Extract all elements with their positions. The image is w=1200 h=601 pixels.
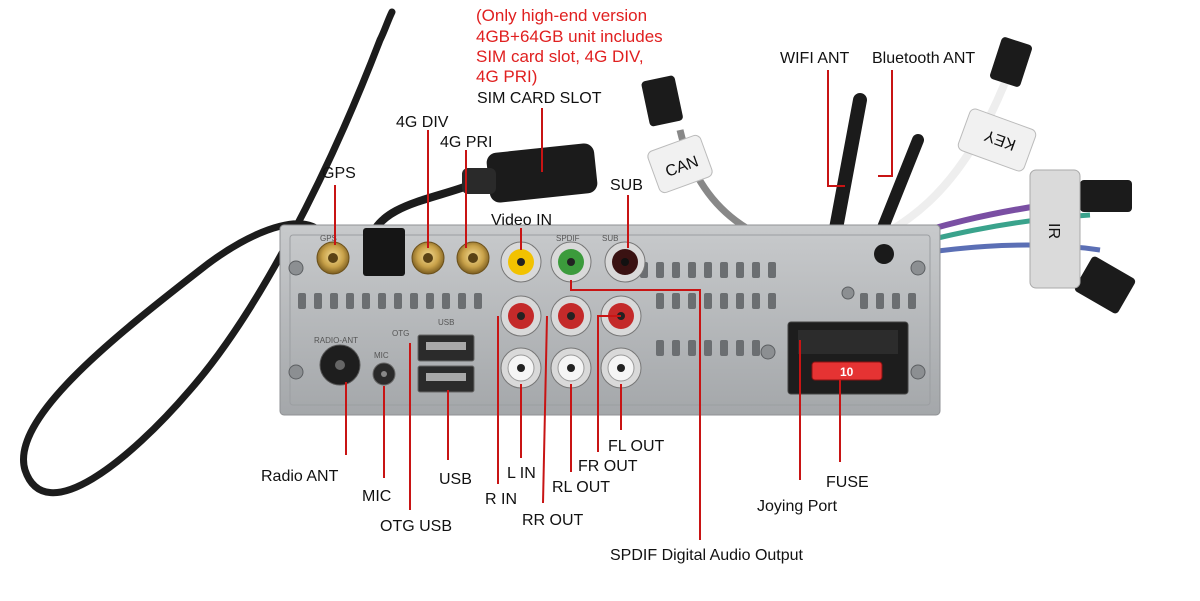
label-4g-div: 4G DIV: [396, 114, 449, 131]
video-in-jack: [500, 241, 542, 283]
label-sim-card-slot: SIM CARD SLOT: [477, 90, 602, 107]
sim-plug: [363, 228, 405, 276]
label-usb: USB: [439, 471, 472, 488]
label-4g-pri: 4G PRI: [440, 134, 492, 151]
r-in-jack: [500, 295, 542, 337]
ir-tag: IR: [1029, 169, 1081, 289]
panel-mark-sub: SUB: [602, 234, 618, 243]
panel-mark-otg: OTG: [392, 329, 409, 338]
label-l-in: L IN: [507, 465, 536, 482]
label-fuse: FUSE: [826, 474, 869, 491]
panel-mark-radio-ant: RADIO-ANT: [314, 336, 358, 345]
note-line-4: 4G PRI): [476, 67, 537, 86]
note-line-1: (Only high-end version: [476, 6, 647, 25]
otg-usb-port: [417, 334, 475, 362]
panel-mark-usb: USB: [438, 318, 454, 327]
sub-jack: [604, 241, 646, 283]
screws: [288, 260, 926, 380]
label-wifi-ant: WIFI ANT: [780, 50, 850, 67]
ir-tag-text: IR: [1045, 223, 1062, 239]
leader-lines: [334, 70, 893, 540]
label-fl-out: FL OUT: [608, 438, 665, 455]
rr-out-jack: [550, 295, 592, 337]
label-otg-usb: OTG USB: [380, 518, 452, 535]
label-joying-port: Joying Port: [757, 498, 838, 515]
mic-socket: [372, 362, 396, 386]
label-radio-ant: Radio ANT: [261, 468, 339, 485]
note-line-2: 4GB+64GB unit includes: [476, 27, 663, 46]
label-video-in: Video IN: [491, 212, 552, 229]
note-line-3: SIM card slot, 4G DIV,: [476, 47, 644, 66]
panel-mark-spdif: SPDIF: [556, 234, 580, 243]
round-port: [874, 244, 894, 264]
panel-mark-gps: GPS: [320, 234, 337, 243]
can-tag: CAN: [647, 134, 713, 194]
label-r-in: R IN: [485, 491, 517, 508]
label-sub: SUB: [610, 177, 643, 194]
label-gps: GPS: [322, 165, 356, 182]
key-tag: KEY: [957, 108, 1037, 172]
usb-port: [417, 365, 475, 393]
gps-connector: [316, 241, 350, 275]
fuse-rating: 10: [840, 365, 854, 379]
label-rr-out: RR OUT: [522, 512, 584, 529]
l-in-jack: [500, 347, 542, 389]
rl-out-jack: [550, 347, 592, 389]
label-mic: MIC: [362, 488, 391, 505]
fl-out-jack: [600, 347, 642, 389]
joying-port-connector: [787, 321, 909, 395]
sim-card-module: [462, 143, 598, 203]
label-bluetooth-ant: Bluetooth ANT: [872, 50, 975, 67]
label-spdif: SPDIF Digital Audio Output: [610, 547, 804, 564]
label-rl-out: RL OUT: [552, 479, 610, 496]
fuse: 10: [811, 361, 883, 381]
spdif-jack: [550, 241, 592, 283]
vent-slots: [298, 262, 916, 356]
label-fr-out: FR OUT: [578, 458, 638, 475]
radio-ant-socket: [319, 344, 361, 386]
gps-cable: [20, 8, 396, 497]
4g-pri-connector: [456, 241, 490, 275]
panel-mark-mic: MIC: [374, 351, 389, 360]
